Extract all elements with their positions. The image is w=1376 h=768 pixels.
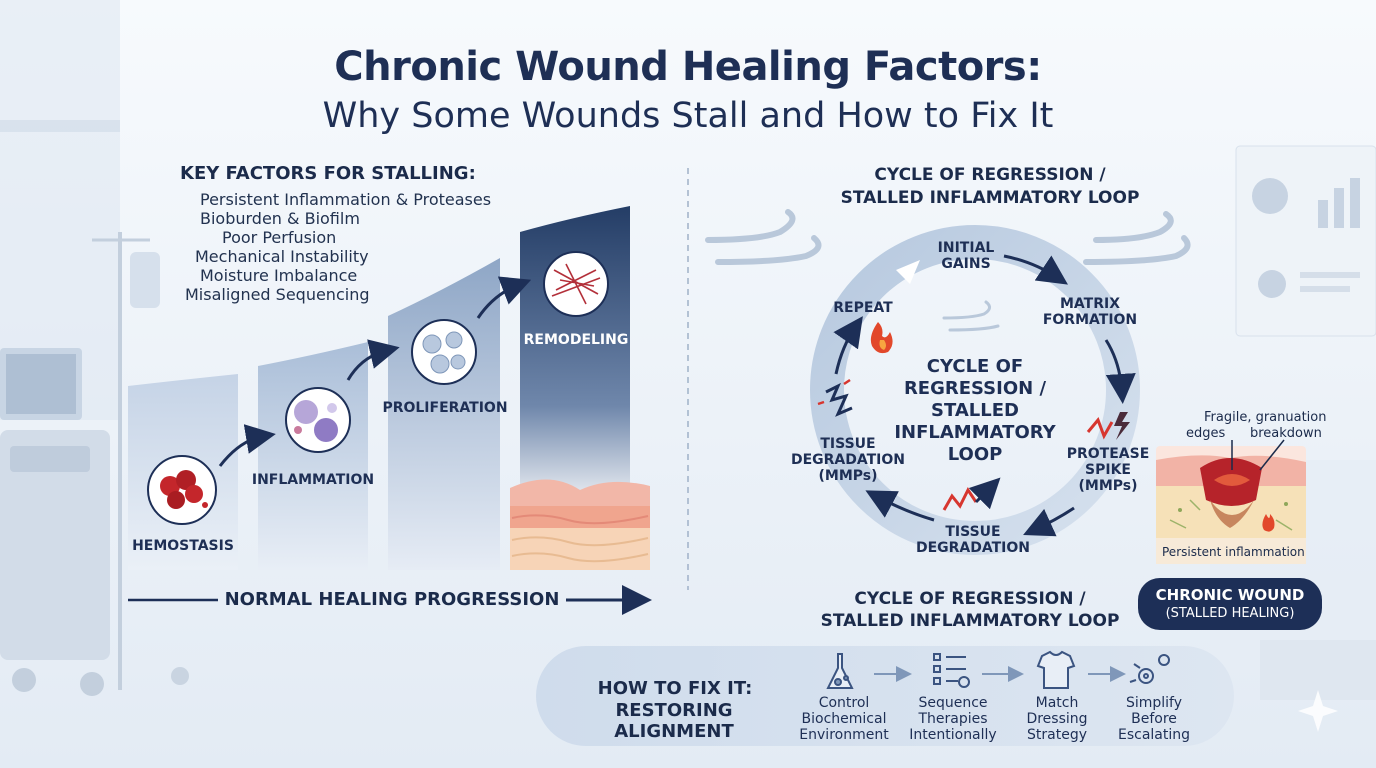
chronic-wound-badge: CHRONIC WOUND (STALLED HEALING) [1138,578,1322,630]
cycle-footer-line1: CYCLE OF REGRESSION / [854,589,1086,609]
factor-item: Persistent Inflammation & Proteases [200,190,492,209]
callout-edges: edges [1186,426,1226,441]
stage-label-proliferation: PROLIFERATION [382,400,508,416]
cycle-heading-line1: CYCLE OF REGRESSION / [874,165,1106,185]
checklist-icon [933,653,970,688]
wind-swirl-icon [705,209,1191,265]
page-title: Chronic Wound Healing Factors: [334,44,1042,90]
fix-heading-line1: HOW TO FIX IT: [597,678,753,699]
factor-item: Moisture Imbalance [200,266,358,285]
page-subtitle: Why Some Wounds Stall and How to Fix It [322,96,1054,136]
factor-item: Misaligned Sequencing [185,285,370,304]
blood-clot-icon [147,455,217,525]
tissue-damage-zigzag-icon [817,378,853,417]
cycle-footer-line2: STALLED INFLAMMATORY LOOP [820,611,1120,631]
gears-icon [1129,654,1170,684]
factor-item: Bioburden & Biofilm [200,209,360,228]
flask-icon [826,653,854,689]
lightning-icon [1086,412,1130,440]
factor-item: Mechanical Instability [195,247,369,266]
callout-breakdown: breakdown [1250,426,1322,441]
factor-item: Poor Perfusion [222,228,337,247]
callout-fragile-granulation: Fragile, granuation [1204,410,1327,425]
fix-heading-line2: RESTORING ALIGNMENT [614,700,734,742]
cycle-heading-line2: STALLED INFLAMMATORY LOOP [840,188,1140,208]
stage-label-hemostasis: HEMOSTASIS [132,538,234,554]
chronic-wound-illustration [1156,439,1306,564]
wind-icon [942,300,1000,332]
key-factors-heading: KEY FACTORS FOR STALLING: [180,163,476,184]
wound-caption: Persistent inflammation [1162,545,1305,559]
shirt-icon [1036,650,1076,689]
cycle-center-label: CYCLE OF REGRESSION / STALLED INFLAMMATO… [894,356,1056,465]
degradation-zigzag-icon [942,477,1001,511]
stage-label-remodeling: REMODELING [523,332,629,348]
flame-icon [870,322,893,354]
normal-healing-label: NORMAL HEALING PROGRESSION [224,589,560,610]
stage-label-inflammation: INFLAMMATION [251,472,375,488]
cycle-node-repeat: REPEAT [833,300,893,316]
healed-skin-illustration [510,479,650,570]
